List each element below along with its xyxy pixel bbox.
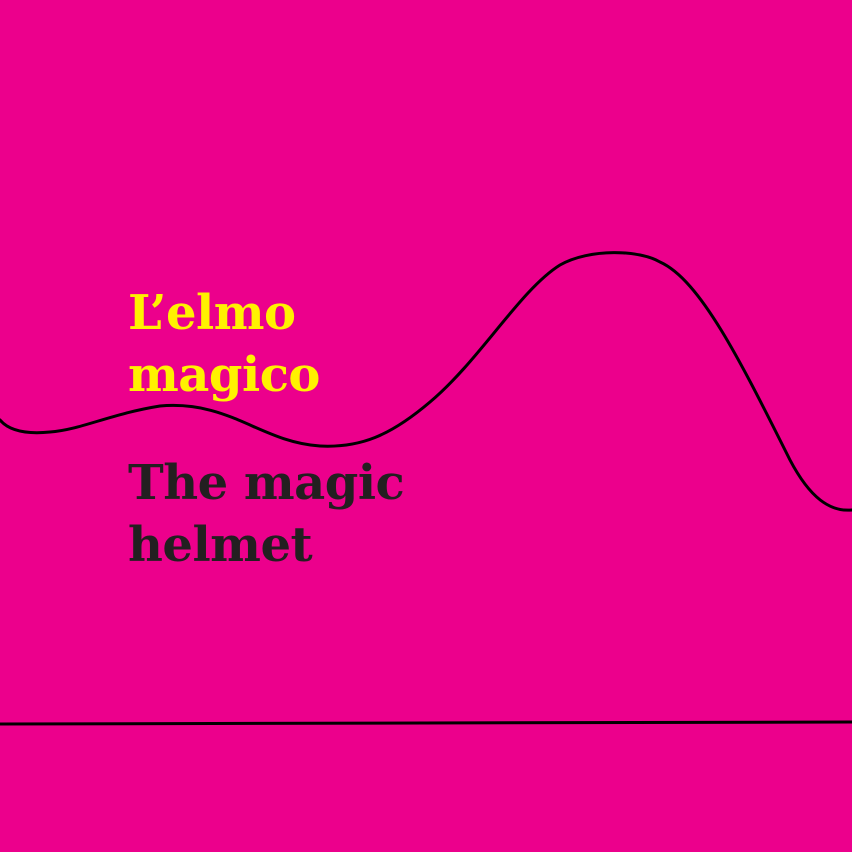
title-italian-line-2: magico [128, 347, 320, 403]
ground-line [0, 720, 852, 726]
title-english-line-2: helmet [128, 517, 313, 573]
wave-line [0, 251, 852, 512]
title-english: The magic helmet [128, 452, 405, 576]
title-english-line-1: The magic [128, 455, 405, 511]
title-italian: L’elmo magico [128, 282, 320, 406]
title-italian-line-1: L’elmo [128, 285, 296, 341]
